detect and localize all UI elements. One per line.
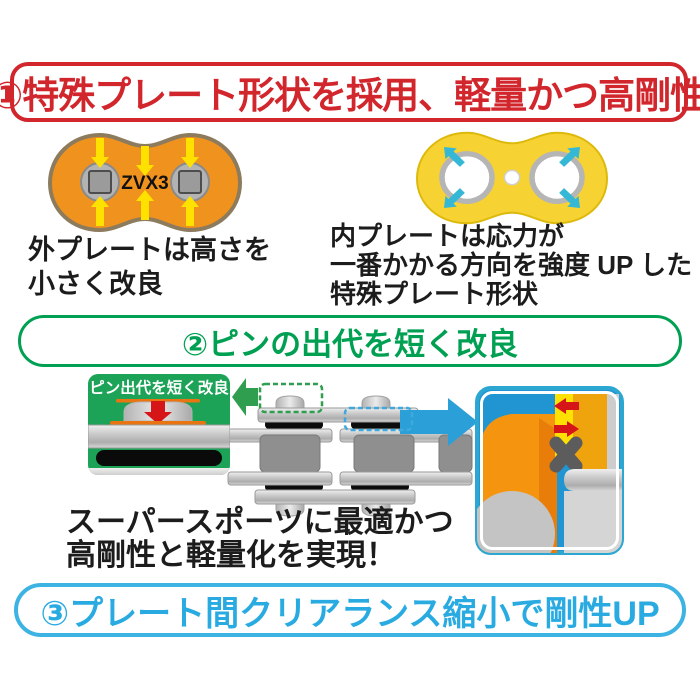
- red-left-arrow-icon: [554, 398, 579, 414]
- red-right-arrow-icon: [554, 421, 579, 437]
- inner-plate-bar: [339, 471, 473, 486]
- feature-banner-1: ①特殊プレート形状を採用、軽量かつ高剛性: [0, 62, 700, 122]
- feature-banner-1-label: ①特殊プレート形状を採用、軽量かつ高剛性: [0, 75, 700, 116]
- detail-inset-box: [475, 386, 624, 555]
- bush-hole-left: [439, 151, 495, 204]
- outer-plate-illustration: ZVX3: [47, 132, 243, 233]
- outer-plate-bar-bottom: [254, 489, 416, 505]
- result-caption: スーパースポーツに最適かつ 高剛性と軽量化を実現！: [66, 506, 454, 572]
- inner-plate-caption-line2: 一番かかる方向を強度 UP した: [330, 250, 693, 280]
- inner-plate-caption-line3: 特殊プレート形状: [330, 279, 539, 309]
- feature-banner-2: ②ピンの出代を短く改良: [18, 315, 682, 367]
- red-down-arrow-icon: [144, 412, 172, 424]
- seal-ring: [96, 450, 222, 466]
- feature-banner-2-label: ②ピンの出代を短く改良: [181, 326, 519, 362]
- result-caption-line1: スーパースポーツに最適かつ: [66, 506, 454, 539]
- bush-hole-right: [529, 151, 585, 204]
- pin-inset-box: ピン出代を短く改良: [88, 374, 230, 475]
- chain-cross-section: [227, 395, 473, 517]
- green-dashed-highlight: [258, 382, 324, 414]
- roller: [438, 434, 473, 473]
- inner-plate-caption: 内プレートは応力が 一番かかる方向を強度 UP した 特殊プレート形状: [330, 222, 692, 309]
- pin-inset-label: ピン出代を短く改良: [89, 378, 229, 397]
- outer-plate-caption-line2: 小さく改良: [28, 269, 163, 299]
- center-hole: [503, 169, 521, 186]
- feature-banner-3: ③プレート間クリアランス縮小で剛性UP: [14, 583, 686, 637]
- result-caption-line2: 高剛性と軽量化を実現！: [66, 539, 396, 572]
- bushing-bar: [564, 469, 622, 491]
- chain-diagram: ピン出代を短く改良: [88, 374, 624, 555]
- inner-plate-caption-line1: 内プレートは応力が: [330, 221, 565, 251]
- roller-end: [477, 491, 555, 553]
- pin-hole-left: [80, 162, 120, 202]
- outer-plate-caption-line1: 外プレートは高さを: [28, 235, 271, 265]
- pin-hole-right: [170, 162, 210, 202]
- blue-dashed-highlight: [343, 406, 414, 432]
- x-ring-seal: [549, 436, 583, 473]
- green-arrow-icon: [232, 378, 258, 416]
- plate-bar: [88, 424, 230, 449]
- inner-plate-section: [573, 392, 609, 482]
- outer-plate-bar-top: [257, 407, 419, 423]
- roller: [353, 434, 415, 473]
- zvx3-label: ZVX3: [121, 173, 169, 194]
- outer-plate-caption: 外プレートは高さを 小さく改良: [28, 233, 271, 301]
- feature-banner-3-label: ③プレート間クリアランス縮小で剛性UP: [40, 594, 660, 633]
- inner-plate-illustration: [415, 131, 609, 225]
- roller: [259, 434, 321, 473]
- blue-arrow-icon: [400, 398, 478, 446]
- plate-bar: [88, 468, 230, 475]
- inner-plate-bar: [227, 471, 333, 486]
